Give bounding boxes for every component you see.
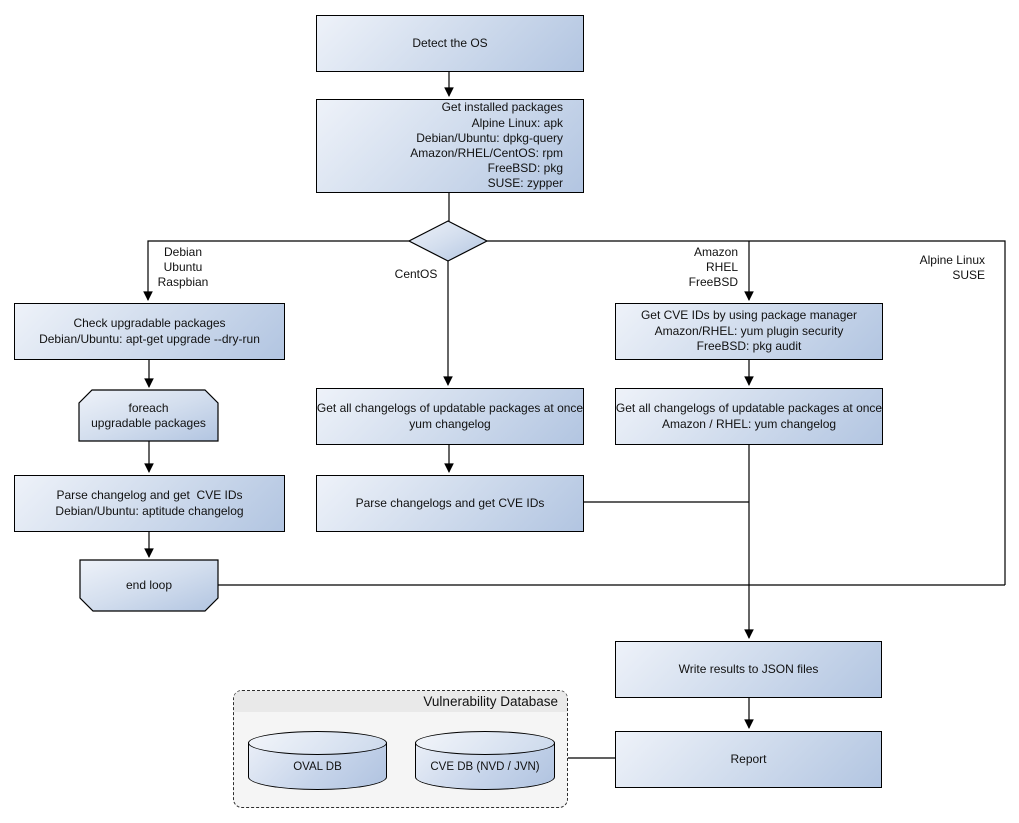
node-mid-changelogs: Get all changelogs of updatable packages… bbox=[316, 388, 584, 445]
node-right-changelogs: Get all changelogs of updatable packages… bbox=[615, 388, 883, 445]
node-line: Debian/Ubuntu: apt-get upgrade --dry-run bbox=[39, 331, 260, 346]
vulnerability-database-title: Vulnerability Database bbox=[234, 691, 567, 712]
node-label: end loop bbox=[125, 578, 173, 592]
node-line: Get all changelogs of updatable packages… bbox=[615, 401, 883, 415]
node-get-installed-packages: Get installed packages Alpine Linux: apk… bbox=[316, 99, 584, 193]
branch-label-line: RHEL bbox=[705, 260, 738, 274]
node-mid-parse-changelogs: Parse changelogs and get CVE IDs bbox=[316, 475, 584, 532]
edge-decision-to-check-upgradable bbox=[143, 240, 409, 301]
node-line: Get installed packages bbox=[441, 100, 563, 115]
end-loop-label: end loop bbox=[80, 560, 218, 611]
branch-label-line: Alpine Linux bbox=[919, 253, 985, 267]
os-decision-diamond bbox=[407, 220, 489, 262]
cve-db-cylinder: CVE DB (NVD / JVN) bbox=[415, 731, 555, 790]
node-label: Write results to JSON files bbox=[678, 661, 819, 676]
foreach-loop-shape bbox=[78, 389, 219, 442]
cve-db-label: CVE DB (NVD / JVN) bbox=[430, 760, 540, 773]
edge-decision-right-rail bbox=[487, 240, 1006, 585]
end-loop-shape bbox=[79, 559, 219, 612]
branch-label-alpine-suse: Alpine Linux SUSE bbox=[880, 253, 985, 283]
node-detect-os: Detect the OS bbox=[316, 15, 584, 72]
node-line: Parse changelog and get CVE IDs bbox=[56, 488, 243, 502]
node-line: foreach bbox=[128, 400, 169, 415]
node-line: Amazon/RHEL/CentOS: rpm bbox=[410, 146, 563, 160]
node-label: Parse changelogs and get CVE IDs bbox=[355, 495, 545, 510]
cylinder-top bbox=[248, 731, 387, 755]
branch-label-line: Ubuntu bbox=[163, 260, 203, 274]
branch-label-line: Debian bbox=[163, 245, 203, 259]
node-write-results: Write results to JSON files bbox=[615, 641, 882, 698]
node-parse-changelog-left: Parse changelog and get CVE IDs Debian/U… bbox=[14, 475, 285, 532]
branch-label-amazon-rhel-freebsd: Amazon RHEL FreeBSD bbox=[660, 245, 738, 290]
branch-label-line: FreeBSD bbox=[688, 275, 738, 289]
branch-label-centos: CentOS bbox=[391, 267, 441, 282]
node-line: Debian/Ubuntu: dpkg-query bbox=[416, 130, 563, 145]
branch-label-debian-ubuntu-raspbian: Debian Ubuntu Raspbian bbox=[152, 245, 214, 290]
node-line: yum changelog bbox=[409, 416, 491, 431]
node-line: Debian/Ubuntu: aptitude changelog bbox=[55, 503, 244, 518]
node-line: Alpine Linux: apk bbox=[471, 115, 563, 130]
branch-label-line: SUSE bbox=[952, 268, 985, 282]
oval-db-label: OVAL DB bbox=[293, 760, 342, 773]
node-line: Get all changelogs of updatable packages… bbox=[316, 401, 584, 415]
branch-label-line: Raspbian bbox=[157, 275, 209, 289]
node-line: Amazon / RHEL: yum changelog bbox=[661, 416, 837, 431]
node-check-upgradable: Check upgradable packages Debian/Ubuntu:… bbox=[14, 303, 285, 360]
node-line: FreeBSD: pkg audit bbox=[696, 339, 802, 354]
cylinder-top bbox=[415, 731, 555, 755]
node-report: Report bbox=[615, 731, 882, 788]
node-line: Check upgradable packages bbox=[73, 316, 226, 330]
node-label: Report bbox=[730, 751, 767, 766]
node-line: Amazon/RHEL: yum plugin security bbox=[654, 323, 844, 338]
node-line: FreeBSD: pkg bbox=[487, 161, 563, 176]
node-line: Get CVE IDs by using package manager bbox=[640, 308, 858, 323]
oval-db-cylinder: OVAL DB bbox=[248, 731, 387, 790]
node-right-get-cve-ids: Get CVE IDs by using package manager Ama… bbox=[615, 303, 883, 360]
node-line: SUSE: zypper bbox=[487, 176, 563, 191]
branch-label-line: Amazon bbox=[693, 245, 738, 259]
branch-label-line: CentOS bbox=[394, 267, 438, 281]
foreach-loop-label: foreach upgradable packages bbox=[79, 390, 218, 441]
node-label: Detect the OS bbox=[412, 35, 488, 50]
node-line: upgradable packages bbox=[91, 415, 206, 430]
